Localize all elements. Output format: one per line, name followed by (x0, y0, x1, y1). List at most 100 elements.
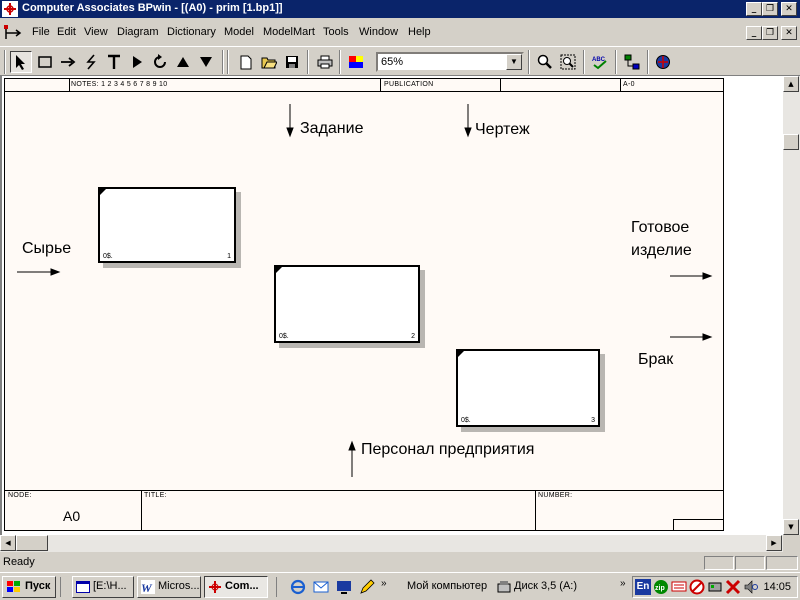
chevron-down-icon[interactable]: ▼ (506, 54, 522, 70)
show-desktop-icon[interactable] (336, 579, 352, 595)
box-corner-marker (458, 351, 464, 357)
title-bar[interactable]: Computer Associates BPwin - [(A0) - prim… (0, 0, 800, 18)
language-indicator[interactable]: En (635, 579, 651, 595)
activity-box-3[interactable]: 0$. 3 (456, 349, 600, 427)
publication-label: PUBLICATION (384, 81, 434, 88)
menu-help[interactable]: Help (408, 26, 431, 38)
zoom-value: 65% (381, 56, 404, 68)
arrow-tool-icon[interactable] (57, 51, 79, 73)
status-bar: Ready (0, 554, 800, 572)
task-bpwin[interactable]: Com... (204, 576, 268, 598)
zoom-fit-icon[interactable] (557, 51, 579, 73)
start-button[interactable]: Пуск (2, 576, 56, 598)
network-icon[interactable] (671, 579, 687, 595)
task-explorer[interactable]: [E:\H... (72, 576, 134, 598)
quicklaunch-chevron-icon[interactable]: » (381, 578, 387, 589)
pointer-tool-icon[interactable] (10, 51, 32, 73)
hardware-icon[interactable] (707, 579, 723, 595)
window-title: Computer Associates BPwin - [(A0) - prim… (22, 2, 283, 14)
mechanism-label-personal[interactable]: Персонал предприятия (361, 441, 535, 458)
scroll-right-icon[interactable]: ▶ (766, 535, 782, 551)
menu-model[interactable]: Model (224, 26, 254, 38)
vertical-scroll-thumb[interactable] (783, 134, 799, 150)
doc-restore-button[interactable]: ❐ (762, 26, 778, 40)
notes-label: NOTES: 1 2 3 4 5 6 7 8 9 10 (71, 81, 168, 88)
start-label: Пуск (25, 580, 51, 592)
clock[interactable]: 14:05 (763, 581, 791, 593)
activity-box-2[interactable]: 0$. 2 (274, 265, 420, 343)
volume-icon[interactable] (743, 579, 759, 595)
rotate-tool-icon[interactable] (149, 51, 171, 73)
address-chevron-icon[interactable]: » (620, 578, 626, 589)
page-id-label: A-0 (623, 81, 635, 88)
pencil-icon[interactable] (359, 579, 375, 595)
go-to-sibling-icon[interactable] (126, 51, 148, 73)
model-explorer-icon[interactable] (621, 51, 643, 73)
menu-file[interactable]: File (32, 26, 50, 38)
internet-explorer-icon[interactable] (290, 579, 306, 595)
input-label-syrye[interactable]: Сырье (22, 240, 72, 257)
menu-modelmart[interactable]: ModelMart (263, 26, 315, 38)
close-button[interactable]: ✕ (781, 2, 797, 16)
output-label-finished[interactable]: Готовое изделие (631, 219, 692, 259)
node-label: NODE: (8, 492, 32, 499)
zip-icon[interactable]: zip (653, 579, 669, 595)
toolbar-grip (4, 50, 6, 74)
spellcheck-icon[interactable]: ABC (589, 51, 611, 73)
taskbar: Пуск [E:\H... W Micros... Com... » Мой к… (0, 572, 800, 600)
vertical-scrollbar[interactable]: ▲ ▼ (783, 76, 800, 535)
word-icon: W (141, 580, 155, 594)
restore-button[interactable]: ❐ (762, 2, 778, 16)
zoom-icon[interactable] (534, 51, 556, 73)
doc-minimize-button[interactable]: _ (746, 26, 762, 40)
text-tool-icon[interactable] (103, 51, 125, 73)
scroll-up-icon[interactable]: ▲ (783, 76, 799, 92)
menu-dictionary[interactable]: Dictionary (167, 26, 216, 38)
open-icon[interactable] (258, 51, 280, 73)
zoom-select[interactable]: 65% ▼ (376, 52, 524, 72)
my-computer-label[interactable]: Мой компьютер (407, 580, 488, 592)
minimize-button[interactable]: _ (746, 2, 762, 16)
kaspersky-icon[interactable] (725, 579, 741, 595)
squiggle-tool-icon[interactable] (80, 51, 102, 73)
doc-close-button[interactable]: ✕ (781, 26, 797, 40)
floppy-drive-label[interactable]: Диск 3,5 (A:) (514, 580, 578, 592)
go-to-parent-icon[interactable] (172, 51, 194, 73)
menu-edit[interactable]: Edit (57, 26, 76, 38)
scroll-corner (783, 535, 800, 552)
antivirus-icon[interactable] (689, 579, 705, 595)
menu-diagram[interactable]: Diagram (117, 26, 159, 38)
diagram-canvas[interactable]: NOTES: 1 2 3 4 5 6 7 8 9 10 PUBLICATION … (0, 76, 783, 535)
menu-window[interactable]: Window (359, 26, 399, 38)
horizontal-scrollbar[interactable]: ◀ ▶ (0, 535, 783, 552)
bpwin-app-icon[interactable] (2, 1, 18, 17)
node-value: A0 (63, 508, 81, 524)
output-arrow-brak (702, 333, 713, 341)
outlook-express-icon[interactable] (313, 579, 329, 595)
document-control-icon[interactable] (4, 25, 24, 41)
menu-tools[interactable]: Tools (323, 26, 349, 38)
save-icon[interactable] (281, 51, 303, 73)
floppy-drive-icon[interactable] (497, 580, 511, 594)
menu-view[interactable]: View (84, 26, 108, 38)
control-label-chertezh[interactable]: Чертеж (475, 121, 530, 138)
color-icon[interactable] (345, 51, 367, 73)
toolbar: 65% ▼ ABC (0, 46, 800, 76)
scroll-left-icon[interactable]: ◀ (0, 535, 16, 551)
control-label-zadanie[interactable]: Задание (300, 120, 364, 137)
svg-text:zip: zip (655, 585, 665, 592)
system-tray: En zip 14:05 (632, 576, 798, 598)
output-arrow-gotovoe (702, 272, 713, 280)
box-cost: 0$. (461, 417, 471, 424)
new-icon[interactable] (235, 51, 257, 73)
modelmart-icon[interactable] (652, 51, 674, 73)
box-number: 2 (411, 333, 415, 340)
activity-box-1[interactable]: 0$. 1 (98, 187, 236, 263)
print-icon[interactable] (314, 51, 336, 73)
scroll-down-icon[interactable]: ▼ (783, 519, 799, 535)
task-word[interactable]: W Micros... (137, 576, 201, 598)
go-to-child-icon[interactable] (195, 51, 217, 73)
output-label-brak[interactable]: Брак (638, 351, 674, 368)
box-tool-icon[interactable] (34, 51, 56, 73)
horizontal-scroll-thumb[interactable] (16, 535, 48, 551)
